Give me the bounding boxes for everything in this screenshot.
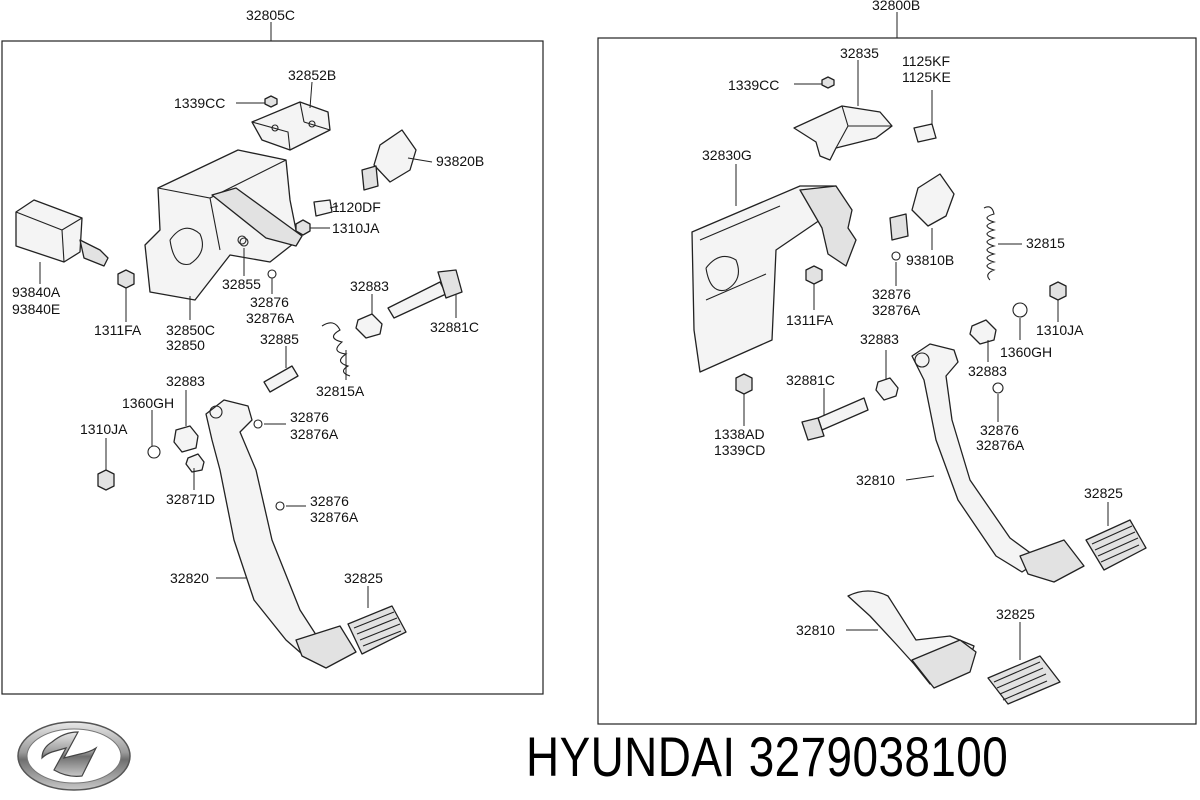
label-32876a-right-b: 32876A	[976, 437, 1025, 453]
label-93840e: 93840E	[12, 301, 60, 317]
label-32820: 32820	[170, 570, 209, 586]
left-pad-32825	[347, 605, 407, 655]
label-1310ja-left-a: 1310JA	[332, 220, 380, 236]
label-32876-left-a: 32876	[250, 294, 289, 310]
right-frame-label: 32800B	[872, 0, 920, 13]
label-93820b: 93820B	[436, 153, 484, 169]
label-32883-left-b: 32883	[166, 373, 205, 389]
right-nut-1339cc	[821, 76, 835, 89]
label-32815: 32815	[1026, 235, 1065, 251]
label-1310ja-right: 1310JA	[1036, 322, 1084, 338]
label-32876-left-c: 32876	[310, 493, 349, 509]
label-1360gh-right: 1360GH	[1000, 344, 1052, 360]
label-93840a: 93840A	[12, 284, 61, 300]
label-1339cd: 1339CD	[714, 442, 765, 458]
right-pad-32825-b	[987, 655, 1061, 705]
label-1338ad: 1338AD	[714, 426, 765, 442]
label-32883-right-a: 32883	[860, 331, 899, 347]
label-32830g: 32830G	[702, 147, 752, 163]
label-1339cc-left: 1339CC	[174, 95, 225, 111]
label-32850c: 32850C	[166, 322, 215, 338]
right-spring-32815	[983, 206, 997, 281]
label-32876a-left-c: 32876A	[310, 509, 359, 525]
right-pedal-32810-b	[847, 590, 977, 689]
label-32825-right-a: 32825	[1084, 485, 1123, 501]
left-pedal-32820	[205, 399, 357, 669]
left-bolt-1120df	[313, 199, 333, 217]
label-32876-right-b: 32876	[980, 422, 1019, 438]
right-pedal-32810-a	[911, 343, 1085, 583]
label-32876-left-b: 32876	[290, 409, 329, 425]
label-32835: 32835	[840, 45, 879, 61]
left-bushing-32883-a	[355, 313, 383, 339]
left-assembly-frame	[1, 40, 544, 695]
hyundai-logo-icon	[17, 721, 131, 791]
left-spring-32815a	[321, 322, 351, 377]
left-switch-93820b	[361, 129, 417, 191]
label-32883-right-b: 32883	[968, 363, 1007, 379]
label-32881c-left: 32881C	[430, 319, 479, 335]
label-1311fa-right: 1311FA	[786, 312, 834, 328]
label-1360gh-left: 1360GH	[122, 395, 174, 411]
label-32876a-left-b: 32876A	[290, 426, 339, 442]
label-32876a-right-a: 32876A	[872, 302, 921, 318]
label-32855: 32855	[222, 276, 261, 292]
label-32825-right-b: 32825	[996, 606, 1035, 622]
left-nut-1310ja-a	[295, 219, 311, 236]
label-32810-right-b: 32810	[796, 622, 835, 638]
label-1310ja-left-b: 1310JA	[80, 421, 128, 437]
left-bolt-32881c	[387, 269, 463, 319]
part-number: 3279038100	[748, 725, 1009, 788]
right-bolt-1125kf	[913, 123, 937, 143]
right-small-parts	[735, 251, 1067, 401]
label-32810-right-a: 32810	[856, 472, 895, 488]
left-frame-label: 32805C	[246, 7, 295, 23]
left-switch-93840	[15, 199, 109, 267]
label-1125ke: 1125KE	[902, 69, 951, 85]
label-1339cc-right: 1339CC	[728, 77, 779, 93]
label-1120df: 1120DF	[332, 199, 381, 215]
label-32815a: 32815A	[316, 383, 365, 399]
label-32871d: 32871D	[166, 491, 215, 507]
right-upper-bracket-32835	[793, 105, 893, 161]
left-small-parts	[97, 237, 285, 511]
label-32825-left: 32825	[344, 570, 383, 586]
label-1125kf: 1125KF	[902, 53, 950, 69]
right-switch-93810b	[889, 173, 955, 241]
left-nut-1339cc	[264, 95, 278, 108]
label-32852b: 32852B	[288, 67, 336, 83]
right-bolt-32881c	[801, 397, 869, 441]
label-32876a-left-a: 32876A	[246, 310, 295, 326]
right-leader-lines	[735, 60, 1109, 660]
right-nut-1311fa	[805, 265, 823, 285]
label-32876-right-a: 32876	[872, 286, 911, 302]
label-32881c-right: 32881C	[786, 372, 835, 388]
left-upper-bracket	[251, 101, 331, 151]
left-pedal-bracket	[144, 149, 303, 301]
left-leader-lines	[39, 81, 457, 608]
label-32883-left-a: 32883	[350, 278, 389, 294]
label-93810b: 93810B	[906, 252, 954, 268]
left-nut-1311fa	[117, 269, 135, 289]
right-pad-32825-a	[1085, 519, 1147, 571]
right-pedal-bracket-32830g	[691, 185, 857, 373]
label-1311fa-left: 1311FA	[94, 322, 142, 338]
brand-part-number-caption: HYUNDAI 3279038100	[526, 722, 1008, 792]
label-32885: 32885	[260, 331, 299, 347]
label-32850: 32850	[166, 337, 205, 353]
left-pin-32885	[263, 365, 299, 393]
brand-name: HYUNDAI	[526, 725, 736, 788]
